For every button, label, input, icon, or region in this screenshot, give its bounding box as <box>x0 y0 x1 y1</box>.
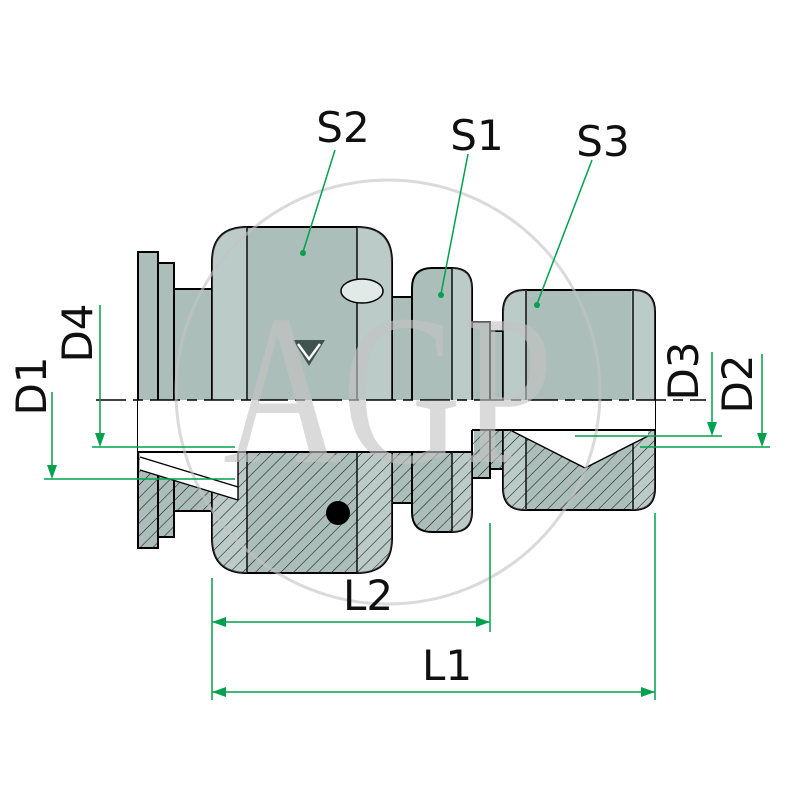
watermark-text: AGP <box>223 270 553 509</box>
arrow-l1-right <box>641 687 655 697</box>
arrow-l2-right <box>476 617 490 627</box>
left-cone-seat <box>139 453 239 501</box>
brand-logo <box>293 340 325 366</box>
watermark-circle <box>174 178 602 606</box>
dimensions: S2 S1 S3 D4 D1 D3 D2 L2 <box>7 103 770 700</box>
label-d3: D3 <box>659 341 708 400</box>
leader-s1 <box>440 153 469 295</box>
leader-s3 <box>536 159 593 305</box>
label-s2: S2 <box>316 103 369 152</box>
arrow-d3 <box>707 422 717 436</box>
face-marking-ellipse <box>340 278 384 304</box>
label-d1: D1 <box>7 356 56 415</box>
seal-ring-dot <box>326 501 350 525</box>
arrow-d1 <box>47 465 57 479</box>
label-d2: D2 <box>713 354 762 413</box>
arrow-l2-left <box>212 617 226 627</box>
label-d4: D4 <box>53 303 102 362</box>
right-cone-seat <box>511 430 649 469</box>
label-s1: S1 <box>450 111 503 160</box>
bore-wall-lines <box>138 429 655 453</box>
leader-s2 <box>302 149 336 253</box>
label-s3: S3 <box>576 117 629 166</box>
label-l2: L2 <box>343 571 393 620</box>
bore-opening <box>138 400 655 452</box>
arrow-d2 <box>757 433 767 447</box>
arrow-l1-left <box>212 687 226 697</box>
watermark: AGP <box>174 178 602 606</box>
arrow-d4 <box>95 433 105 447</box>
label-l1: L1 <box>422 641 472 690</box>
